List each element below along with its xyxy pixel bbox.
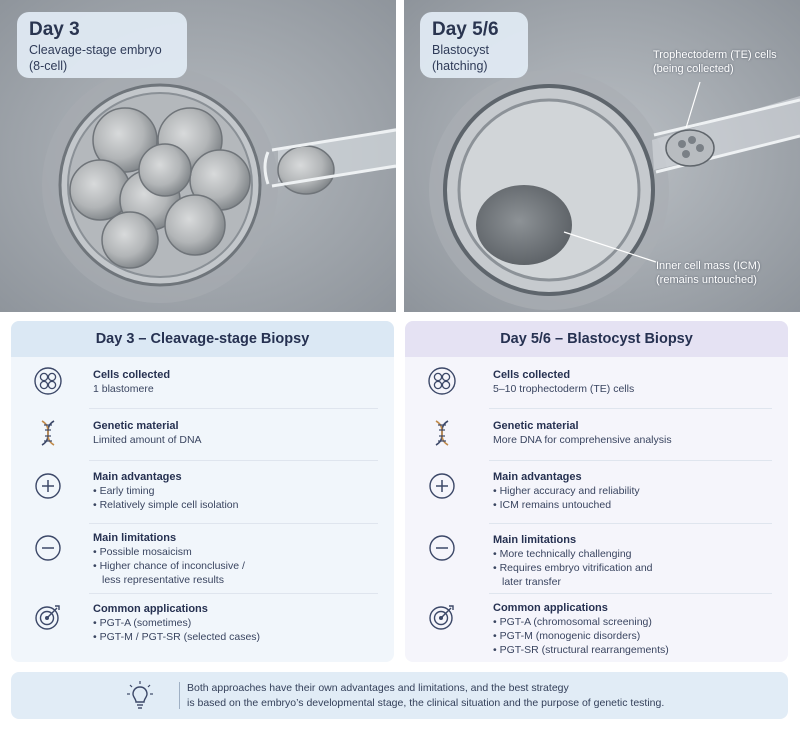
divider (89, 408, 378, 409)
bullet-item: Higher chance of inconclusive / (93, 559, 384, 573)
icm-annotation: Inner cell mass (ICM) (remains untouched… (656, 259, 800, 287)
dna-icon (427, 418, 457, 448)
divider (89, 460, 378, 461)
row-title: Cells collected (493, 369, 571, 381)
target-icon (427, 602, 457, 632)
day3-biopsy-card: Day 3 – Cleavage-stage Biopsy Cells coll… (11, 321, 394, 662)
row-title: Main limitations (493, 534, 577, 546)
bullet-continuation: later transfer (502, 576, 561, 588)
bullet-item: PGT-A (sometimes) (93, 616, 384, 630)
bullet-item: Requires embryo vitrification and (493, 561, 778, 575)
plus-circle-icon (427, 471, 457, 501)
target-icon (33, 602, 63, 632)
row-title: Genetic material (493, 420, 579, 432)
te-annotation-line2: (being collected) (653, 63, 734, 75)
day3-embryo-illustration (0, 0, 396, 312)
bullet-item: More technically challenging (493, 547, 778, 561)
divider (489, 593, 772, 594)
blastocyst-biopsy-card: Day 5/6 – Blastocyst Biopsy Cells collec… (405, 321, 788, 662)
row-value: Limited amount of DNA (93, 434, 202, 446)
bullet-item: Possible mosaicism (93, 545, 384, 559)
day3-label-box: Day 3 Cleavage-stage embryo (8-cell) (17, 12, 187, 78)
row-title: Main limitations (93, 532, 177, 544)
divider (489, 408, 772, 409)
row-value: More DNA for comprehensive analysis (493, 434, 672, 446)
day3-card-title: Day 3 – Cleavage-stage Biopsy (11, 321, 394, 357)
te-annotation-line1: Trophectoderm (TE) cells (653, 49, 777, 61)
bullet-item: Higher accuracy and reliability (493, 484, 778, 498)
row-title: Main advantages (493, 471, 582, 483)
icm-annotation-line2: (remains untouched) (656, 274, 757, 286)
minus-circle-icon (427, 533, 457, 563)
day56-stage-line2: (hatching) (432, 59, 488, 73)
row-value: 5–10 trophectoderm (TE) cells (493, 383, 635, 395)
bullet-item: ICM remains untouched (493, 498, 778, 512)
bullet-item: PGT-M / PGT-SR (selected cases) (93, 630, 384, 644)
dna-icon (33, 418, 63, 448)
lightbulb-icon (125, 680, 155, 710)
summary-note: Both approaches have their own advantage… (11, 672, 788, 719)
row-title: Common applications (93, 603, 208, 615)
row-value: 1 blastomere (93, 383, 154, 395)
day56-stage-line1: Blastocyst (432, 43, 489, 57)
day56-card-title: Day 5/6 – Blastocyst Biopsy (405, 321, 788, 357)
day56-title: Day 5/6 (432, 19, 499, 40)
bullet-item: PGT-SR (structural rearrangements) (493, 643, 778, 657)
row-title: Cells collected (93, 369, 171, 381)
bullet-item: PGT-A (chromosomal screening) (493, 615, 778, 629)
cells-icon (33, 366, 63, 396)
day3-title: Day 3 (29, 19, 80, 40)
bullet-continuation: less representative results (102, 574, 224, 586)
te-annotation: Trophectoderm (TE) cells (being collecte… (653, 48, 798, 76)
row-title: Genetic material (93, 420, 179, 432)
cells-icon (427, 366, 457, 396)
row-title: Main advantages (93, 471, 182, 483)
blastocyst-image: Day 5/6 Blastocyst (hatching) Trophectod… (404, 0, 800, 312)
divider (89, 523, 378, 524)
day3-stage-line1: Cleavage-stage embryo (29, 43, 162, 57)
note-divider (179, 682, 180, 709)
day3-embryo-image: Day 3 Cleavage-stage embryo (8-cell) (0, 0, 396, 312)
divider (489, 523, 772, 524)
note-line1: Both approaches have their own advantage… (187, 682, 569, 694)
bullet-item: Early timing (93, 484, 384, 498)
note-line2: is based on the embryo’s developmental s… (187, 697, 665, 709)
row-title: Common applications (493, 602, 608, 614)
bullet-item: PGT-M (monogenic disorders) (493, 629, 778, 643)
plus-circle-icon (33, 471, 63, 501)
divider (489, 460, 772, 461)
day3-stage-line2: (8-cell) (29, 59, 68, 73)
note-text: Both approaches have their own advantage… (187, 681, 667, 711)
divider (89, 593, 378, 594)
icm-annotation-line1: Inner cell mass (ICM) (656, 260, 761, 272)
day56-label-box: Day 5/6 Blastocyst (hatching) (420, 12, 528, 78)
minus-circle-icon (33, 533, 63, 563)
bullet-item: Relatively simple cell isolation (93, 498, 384, 512)
